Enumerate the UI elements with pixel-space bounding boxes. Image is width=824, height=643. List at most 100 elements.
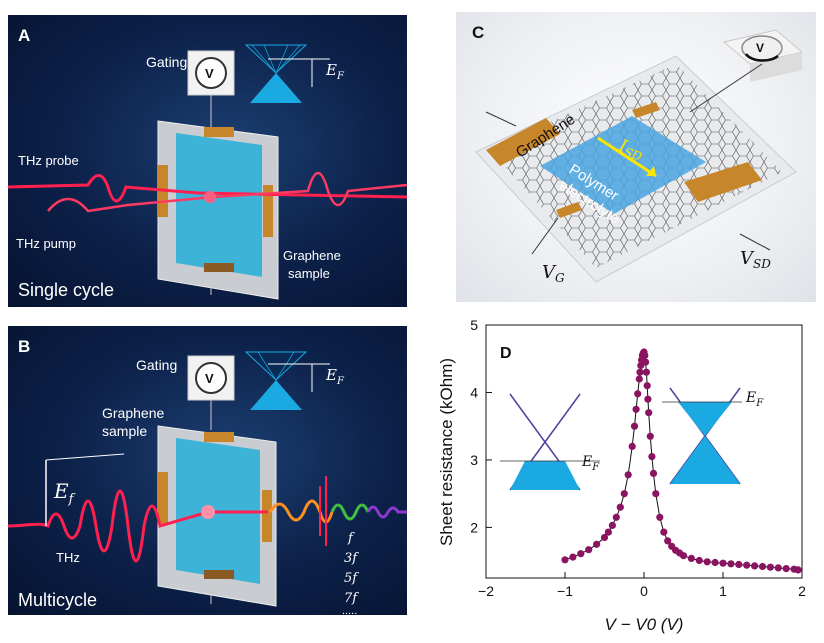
thz-label: THz (56, 550, 80, 565)
panel-c-letter: C (472, 23, 484, 42)
knob-label: V (756, 41, 764, 55)
harmonic-spike (319, 476, 327, 546)
panel-a: A Gating V EF (8, 15, 407, 307)
data-point (632, 405, 640, 413)
data-point (643, 382, 651, 390)
y-tick-label: 5 (470, 318, 478, 333)
harmonic-1: f (347, 531, 355, 546)
y-axis-label: Sheet resistance (kOhm) (437, 358, 456, 546)
harmonic-more: ..... (342, 605, 357, 615)
data-point (577, 550, 585, 558)
gating-label: Gating (146, 54, 187, 70)
vg-label: VG (542, 262, 565, 285)
panel-a-caption: Single cycle (18, 280, 114, 300)
voltage-knob-icon (722, 29, 804, 82)
data-point (624, 471, 632, 479)
panel-c: C V Graphene ISD Polymer electrolyte VG … (456, 12, 816, 302)
data-point (600, 533, 609, 542)
vsd-wire (739, 233, 771, 251)
y-tick-label: 4 (470, 384, 478, 400)
graphene-label-line2: sample (288, 266, 330, 281)
harmonic-wave-3 (366, 505, 407, 519)
left-cone-inset (500, 393, 600, 491)
x-axis-label: V − V0 (V) (605, 615, 684, 634)
y-tick-label: 3 (470, 452, 478, 468)
data-point (635, 375, 643, 383)
data-point (569, 553, 577, 561)
harmonics-list: f 3f 5f 7f ..... (342, 531, 359, 615)
data-point (608, 521, 616, 529)
ef-label: EF (325, 366, 345, 387)
harmonic-3: 3f (344, 551, 359, 566)
data-point (634, 390, 642, 398)
harmonic-wave-1 (268, 499, 334, 524)
data-point (695, 556, 703, 565)
panel-a-letter: A (18, 26, 30, 45)
panel-b-letter: B (18, 337, 30, 356)
isd-arrowhead (646, 166, 656, 176)
ef-label: EF (325, 61, 345, 82)
vsd-label: VSD (740, 248, 771, 271)
thz-probe-label: THz probe (18, 153, 79, 168)
x-tick-label: −2 (478, 583, 494, 599)
knob-icon (195, 362, 227, 394)
ef-left-label: EF (581, 454, 600, 473)
bottom-gate-contact (556, 202, 582, 218)
data-point (593, 540, 601, 548)
thz-pulse (8, 489, 268, 563)
focus-spot (204, 191, 216, 203)
data-point (656, 513, 664, 521)
data-point (679, 552, 688, 560)
graphene-sample (157, 425, 277, 607)
data-point (642, 368, 650, 376)
graphene-label-line1: Graphene (283, 248, 341, 263)
x-tick-label: 2 (798, 583, 806, 599)
data-point (660, 528, 668, 536)
data-point (649, 469, 658, 477)
data-point (758, 562, 767, 571)
y-tick-label: 2 (470, 519, 478, 535)
panel-b: B Gating V EF Graphene sample (8, 326, 407, 615)
field-guide (45, 453, 125, 461)
knob-label: V (205, 371, 214, 386)
source-wire (485, 111, 517, 127)
dirac-cone-icon (244, 44, 330, 103)
graphene-label-line2: sample (102, 423, 147, 439)
data-point (630, 422, 639, 430)
source-contact (486, 118, 560, 166)
data-point (644, 395, 652, 403)
data-point (774, 564, 782, 572)
x-tick-label: 1 (719, 583, 727, 599)
data-point (641, 351, 649, 359)
data-point (687, 554, 695, 562)
panel-b-illustration: B Gating V EF Graphene sample (8, 337, 407, 615)
data-point (645, 409, 653, 417)
data-point (711, 558, 719, 567)
harmonic-wave-2 (330, 503, 370, 521)
data-point (585, 546, 593, 554)
dirac-cone-icon (244, 351, 330, 410)
data-point (664, 537, 672, 545)
knob-label: V (205, 66, 214, 81)
data-point (612, 513, 620, 521)
thz-pump-beam (47, 171, 407, 213)
isd-arrow (597, 136, 657, 178)
vg-wire (531, 217, 559, 255)
thz-pump-label: THz pump (16, 236, 76, 251)
harmonic-7: 7f (344, 591, 359, 606)
harmonic-5: 5f (344, 571, 359, 586)
data-point (782, 565, 790, 573)
data-point (628, 442, 636, 450)
gating-label: Gating (136, 357, 177, 373)
panel-c-illustration: C V Graphene ISD Polymer electrolyte VG … (472, 23, 804, 285)
x-tick-label: −1 (557, 583, 573, 599)
thz-probe-beam (8, 174, 407, 203)
top-gate-contact (632, 102, 660, 118)
drain-contact (684, 162, 762, 202)
data-point (604, 528, 612, 536)
data-point (794, 566, 802, 574)
data-point (616, 503, 624, 511)
data-point (652, 490, 660, 498)
